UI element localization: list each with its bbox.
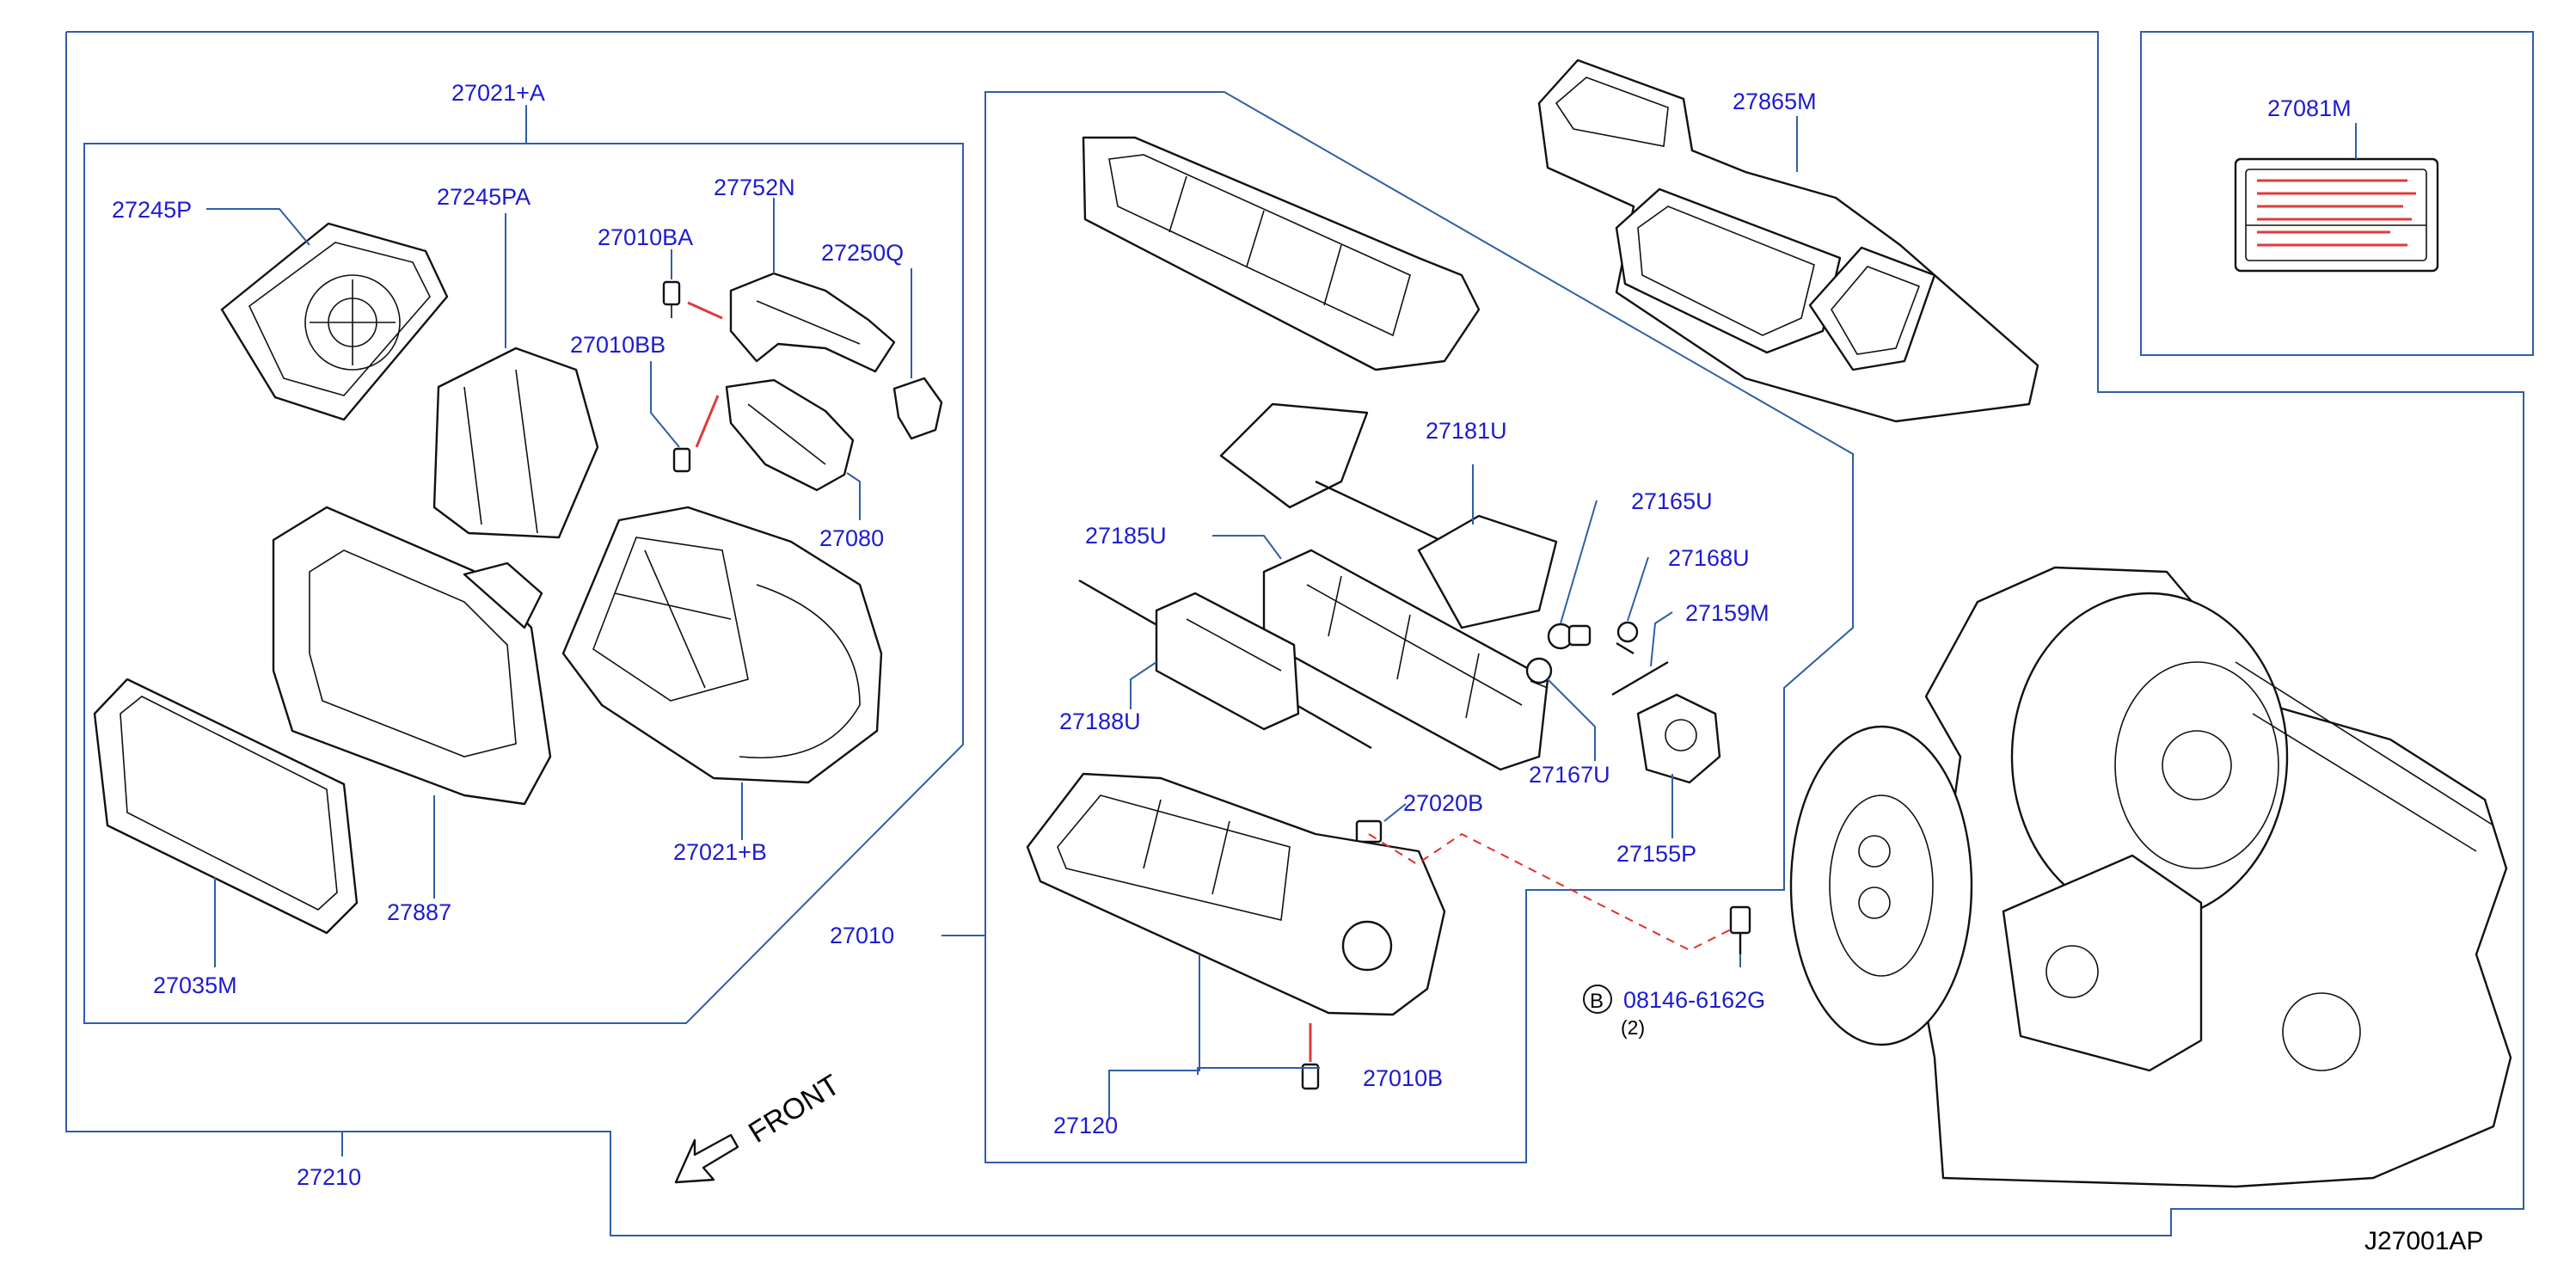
part-27165u-link xyxy=(1547,623,1592,650)
label-27865m: 27865M xyxy=(1733,89,1817,114)
label-27120: 27120 xyxy=(1053,1113,1118,1138)
label-27021b: 27021+B xyxy=(673,839,767,865)
part-27250q-clip xyxy=(892,377,943,440)
part-27080-motor-actuator xyxy=(725,378,855,492)
part-27245p-filter-grille xyxy=(220,222,449,421)
front-arrow-icon xyxy=(674,1133,739,1184)
label-27021a: 27021+A xyxy=(451,80,545,106)
frame-sub-27021a xyxy=(83,143,964,1024)
label-08146-6162g: 08146-6162G xyxy=(1623,987,1765,1013)
frame-outer-27210 xyxy=(65,31,2524,1236)
part-heater-unit-assembly xyxy=(1789,566,2512,1188)
label-27010ba: 27010BA xyxy=(598,224,693,250)
part-27752n-bracket xyxy=(729,272,896,373)
part-27020b-clip xyxy=(1355,819,1383,844)
leader-lines xyxy=(206,105,2357,1156)
label-27188u: 27188U xyxy=(1059,709,1141,734)
part-27887-intake-frame xyxy=(272,506,552,806)
label-27250q: 27250Q xyxy=(821,240,904,266)
label-27010: 27010 xyxy=(830,923,894,948)
part-27168u-lever xyxy=(1616,621,1639,655)
part-27865m-duct xyxy=(1537,58,2039,423)
label-08146-qty: (2) xyxy=(1621,1016,1645,1039)
dashed-leader-bolt xyxy=(1368,832,1733,952)
part-27010b-screw xyxy=(1301,1023,1320,1090)
part-27159m-rod xyxy=(1611,660,1669,696)
part-27155p-actuator xyxy=(1636,693,1721,784)
label-27010bb: 27010BB xyxy=(570,332,665,358)
label-27155p: 27155P xyxy=(1616,841,1696,867)
label-27210: 27210 xyxy=(297,1164,361,1190)
label-bolt-circle-letter: B xyxy=(1590,990,1604,1013)
label-27080: 27080 xyxy=(819,525,884,551)
label-27887: 27887 xyxy=(387,899,451,925)
part-27245pa-duct xyxy=(432,347,599,539)
part-27120-lower-case xyxy=(1026,772,1446,1016)
part-27035m-filter-seal xyxy=(93,678,359,935)
front-direction-label: FRONT xyxy=(743,1069,845,1150)
bolt-circle-icon xyxy=(1583,985,1612,1014)
label-27159m: 27159M xyxy=(1685,600,1769,626)
label-27185u: 27185U xyxy=(1085,523,1167,549)
part-27010-upper-case xyxy=(1082,136,1481,371)
label-27165u: 27165U xyxy=(1631,488,1713,514)
diagram-code: J27001AP xyxy=(2364,1227,2483,1255)
label-27245p: 27245P xyxy=(112,197,192,223)
part-27167u-link xyxy=(1525,657,1553,689)
part-08146-bolt xyxy=(1729,905,1751,954)
label-27181u: 27181U xyxy=(1426,418,1507,444)
label-27168u: 27168U xyxy=(1668,545,1750,571)
part-27081m-label xyxy=(2234,157,2439,273)
part-27181u-door-shaft xyxy=(1219,402,1558,629)
label-27752n: 27752N xyxy=(714,175,795,200)
label-27035m: 27035M xyxy=(153,972,237,998)
part-27188u-door xyxy=(1078,579,1372,750)
label-27167u: 27167U xyxy=(1529,762,1610,788)
label-27010b: 27010B xyxy=(1363,1065,1443,1091)
frame-center-27010 xyxy=(984,91,1854,1163)
label-27245pa: 27245PA xyxy=(437,184,531,210)
part-27021b-blower-housing xyxy=(561,506,883,784)
label-27081m: 27081M xyxy=(2267,95,2352,121)
part-27010ba-screw xyxy=(662,280,723,320)
label-27020b: 27020B xyxy=(1403,790,1483,816)
frame-label-27081m xyxy=(2140,31,2534,356)
part-27010bb-screw xyxy=(672,395,720,473)
